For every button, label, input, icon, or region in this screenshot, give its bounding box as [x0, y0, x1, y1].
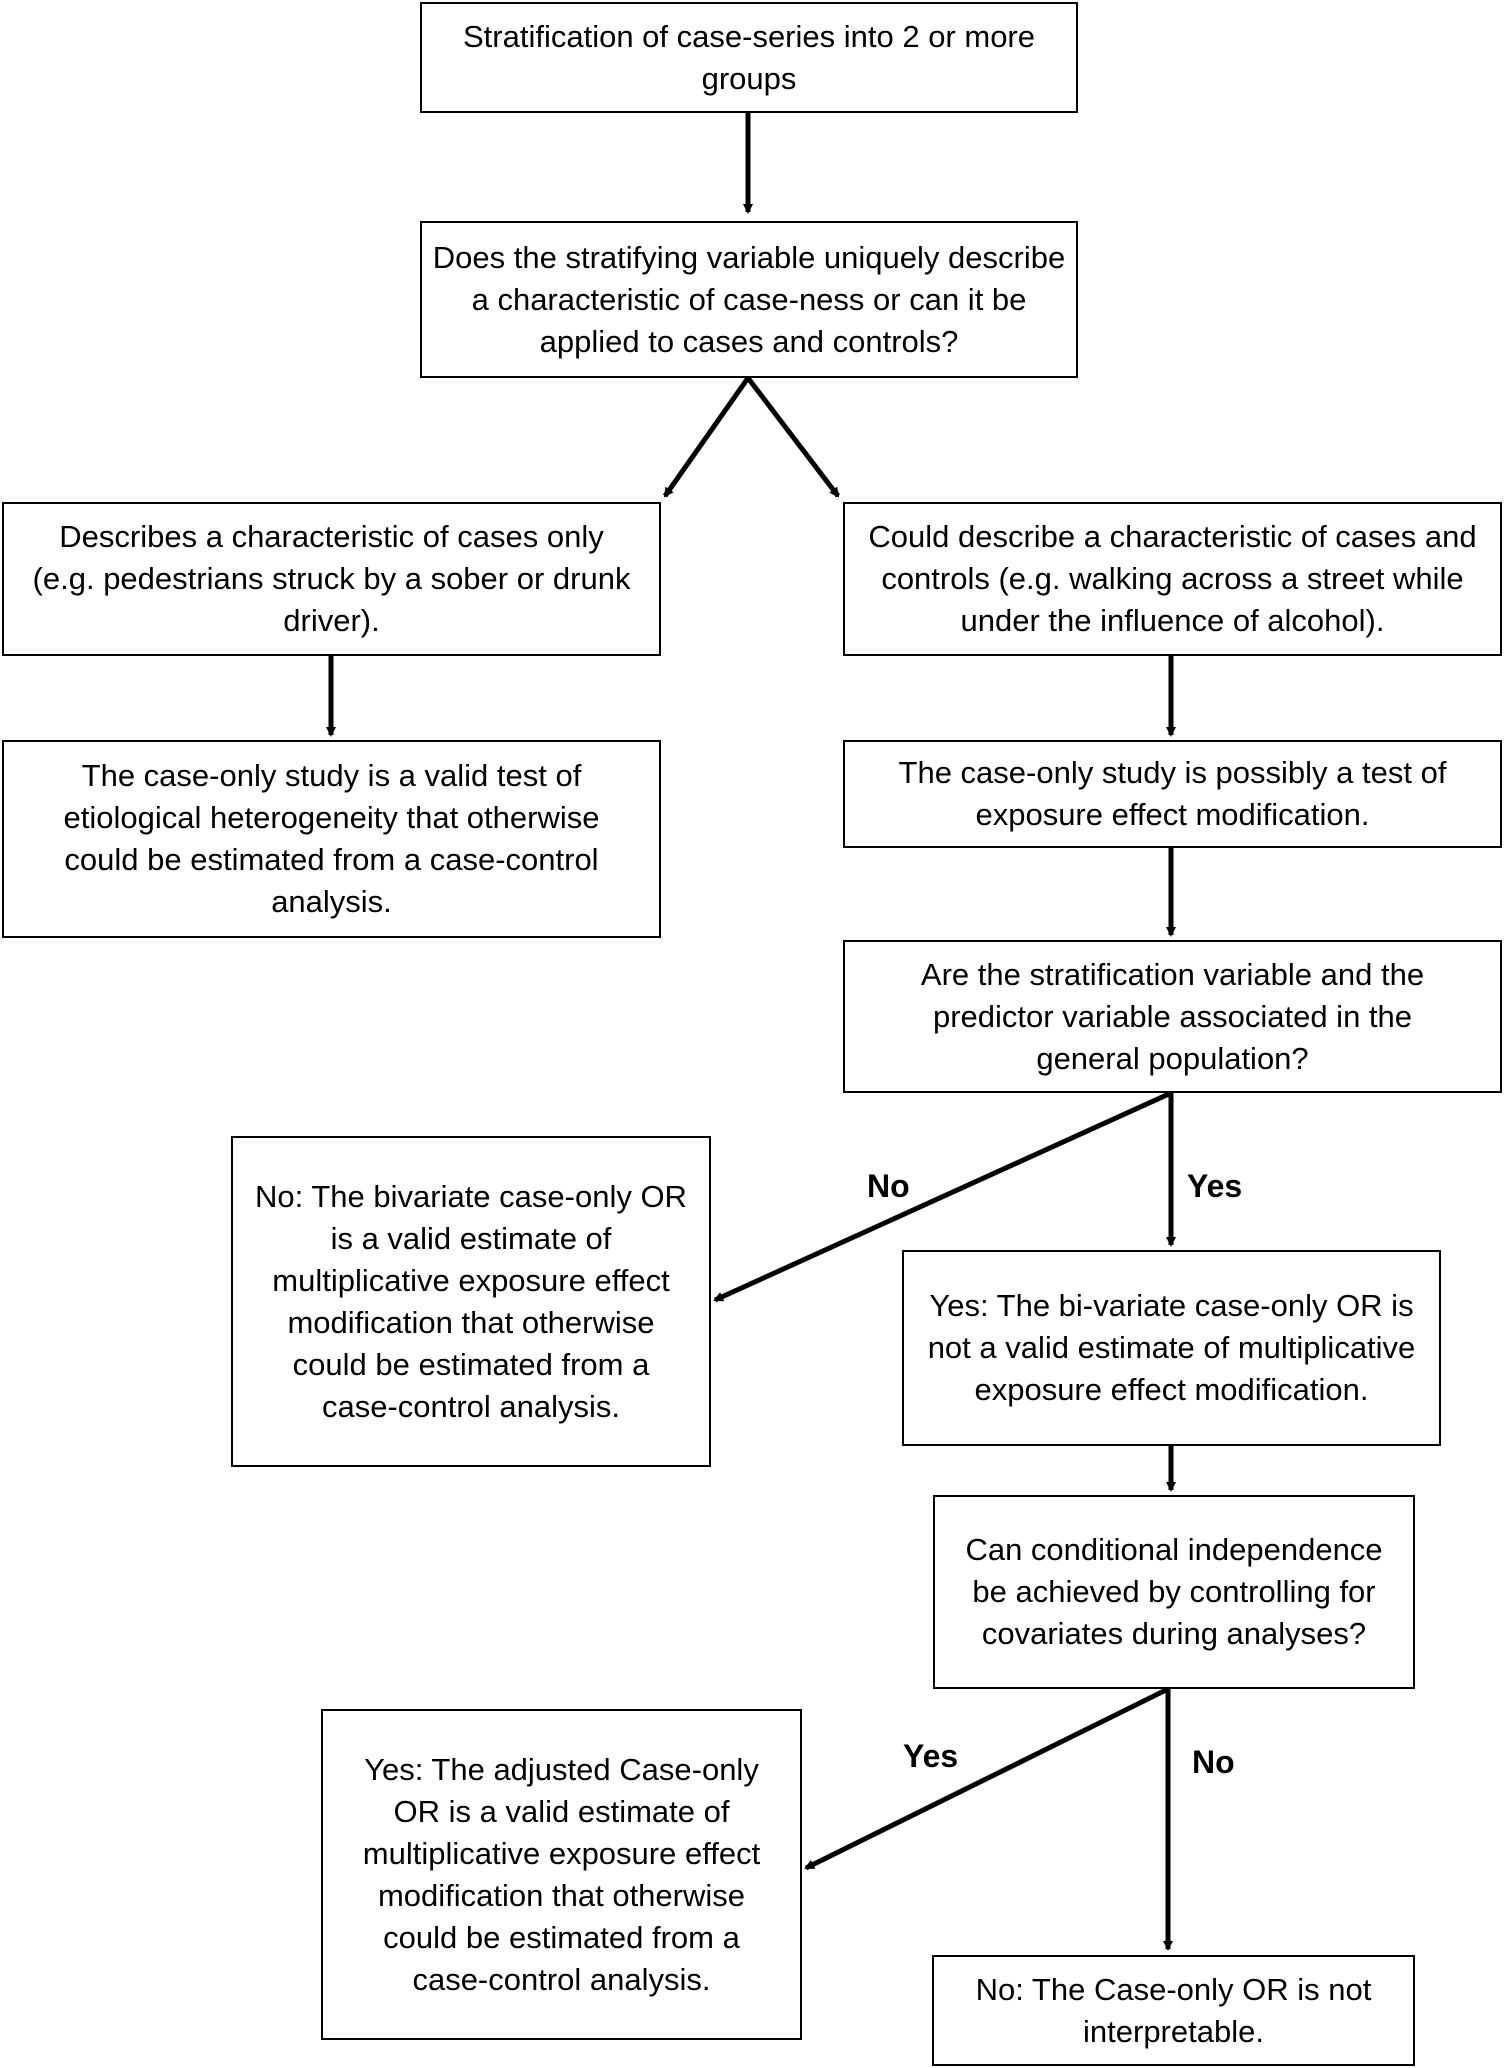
no-bivariate-valid-box: No: The bivariate case-only OR is a vali… [231, 1136, 711, 1467]
cases-only-box: Describes a characteristic of cases only… [2, 502, 661, 656]
association-yes-label: Yes [1187, 1168, 1243, 1204]
arrow-conditional-yes [804, 1686, 1170, 1871]
valid-heterogeneity-text: The case-only study is a valid test of e… [63, 758, 600, 919]
arrow-question-to-cases-only [662, 376, 751, 498]
yes-adjusted-valid-box: Yes: The adjusted Case-only OR is a vali… [321, 1709, 802, 2040]
no-not-interpretable-text: No: The Case-only OR is not interpretabl… [975, 1971, 1372, 2049]
stratification-text: Stratification of case-series into 2 or … [462, 18, 1036, 96]
arrow-question-to-cases-and-controls [746, 376, 840, 498]
question-variable-text: Does the stratifying variable uniquely d… [432, 239, 1066, 359]
question-variable-box: Does the stratifying variable uniquely d… [420, 221, 1078, 378]
no-not-interpretable-box: No: The Case-only OR is not interpretabl… [932, 1955, 1415, 2066]
possible-modification-box: The case-only study is possibly a test o… [843, 740, 1502, 848]
conditional-yes-label: Yes [903, 1738, 959, 1774]
question-conditional-text: Can conditional independence be achieved… [965, 1532, 1383, 1651]
cases-and-controls-text: Could describe a characteristic of cases… [868, 519, 1477, 638]
association-no-label: No [867, 1168, 910, 1204]
question-conditional-box: Can conditional independence be achieved… [933, 1495, 1415, 1689]
possible-modification-text: The case-only study is possibly a test o… [898, 755, 1447, 832]
yes-adjusted-valid-text: Yes: The adjusted Case-only OR is a vali… [362, 1751, 761, 1997]
valid-heterogeneity-box: The case-only study is a valid test of e… [2, 740, 661, 938]
stratification-box: Stratification of case-series into 2 or … [420, 2, 1078, 113]
question-association-box: Are the stratification variable and the … [843, 940, 1502, 1093]
no-bivariate-valid-text: No: The bivariate case-only OR is a vali… [255, 1178, 687, 1424]
cases-only-text: Describes a characteristic of cases only… [32, 519, 631, 638]
cases-and-controls-box: Could describe a characteristic of cases… [843, 502, 1502, 656]
yes-bivariate-invalid-text: Yes: The bi-variate case-only OR is not … [927, 1288, 1416, 1407]
conditional-no-label: No [1192, 1744, 1235, 1780]
question-association-text: Are the stratification variable and the … [920, 956, 1425, 1076]
yes-bivariate-invalid-box: Yes: The bi-variate case-only OR is not … [902, 1250, 1441, 1446]
arrow-association-no [713, 1090, 1173, 1303]
